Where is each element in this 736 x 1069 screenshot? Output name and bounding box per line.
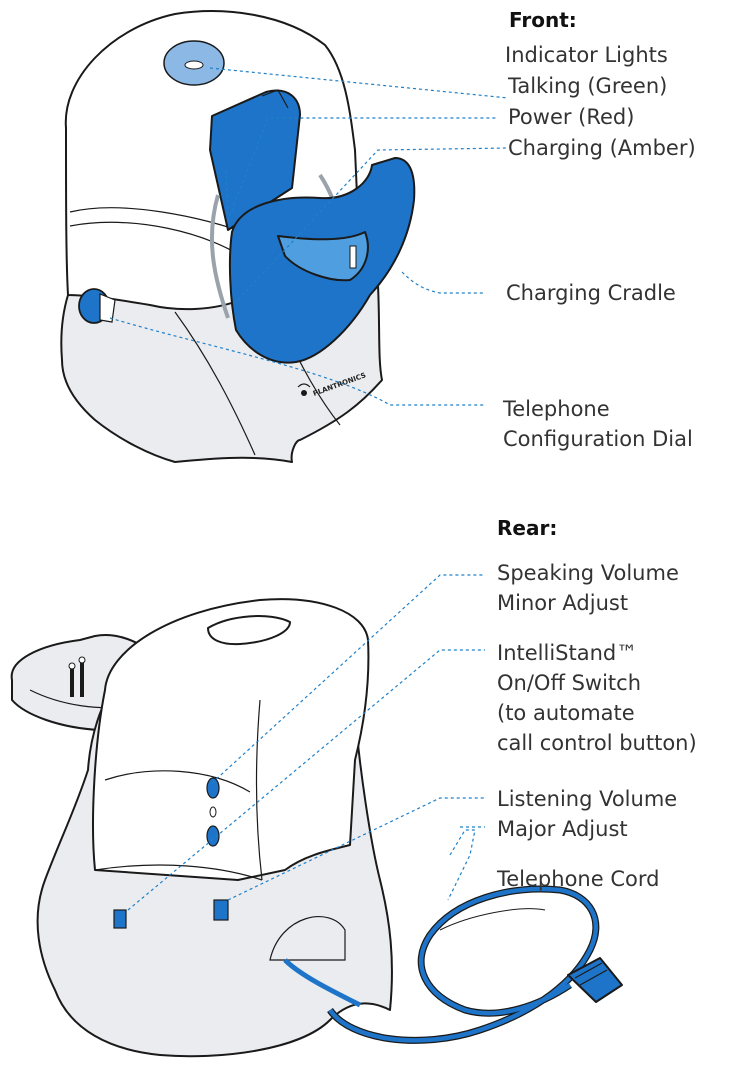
intellistand-label-line1: IntelliStand™ bbox=[497, 640, 637, 666]
speaking-volume-label-line2: Minor Adjust bbox=[497, 590, 628, 616]
telephone-dial-label-line2: Configuration Dial bbox=[503, 426, 693, 452]
telephone-plug-icon bbox=[568, 958, 622, 1002]
listening-volume-label-line1: Listening Volume bbox=[497, 786, 677, 812]
speaking-volume-knob-icon bbox=[207, 778, 219, 798]
intellistand-switch-icon bbox=[210, 807, 216, 817]
charging-amber-label: Charging (Amber) bbox=[508, 135, 696, 161]
telephone-dial-label-line1: Telephone bbox=[503, 396, 610, 422]
intellistand-label-line3: (to automate bbox=[497, 700, 635, 726]
charging-cradle-label: Charging Cradle bbox=[506, 280, 676, 306]
rear-heading: Rear: bbox=[497, 516, 557, 540]
speaking-volume-label-line1: Speaking Volume bbox=[497, 560, 679, 586]
front-base-station: PLANTRONICS bbox=[61, 11, 414, 462]
listening-volume-label-line2: Major Adjust bbox=[497, 816, 628, 842]
listening-volume-switch-icon bbox=[214, 900, 228, 920]
intellistand-label-line4: call control button) bbox=[497, 730, 697, 756]
indicator-lights-label: Indicator Lights bbox=[505, 42, 668, 68]
left-port-icon bbox=[114, 910, 126, 928]
talking-green-label: Talking (Green) bbox=[508, 73, 667, 99]
front-heading: Front: bbox=[509, 8, 577, 32]
intellistand-label-line2: On/Off Switch bbox=[497, 670, 641, 696]
power-red-label: Power (Red) bbox=[508, 104, 634, 130]
telephone-cord-label: Telephone Cord bbox=[497, 866, 659, 892]
